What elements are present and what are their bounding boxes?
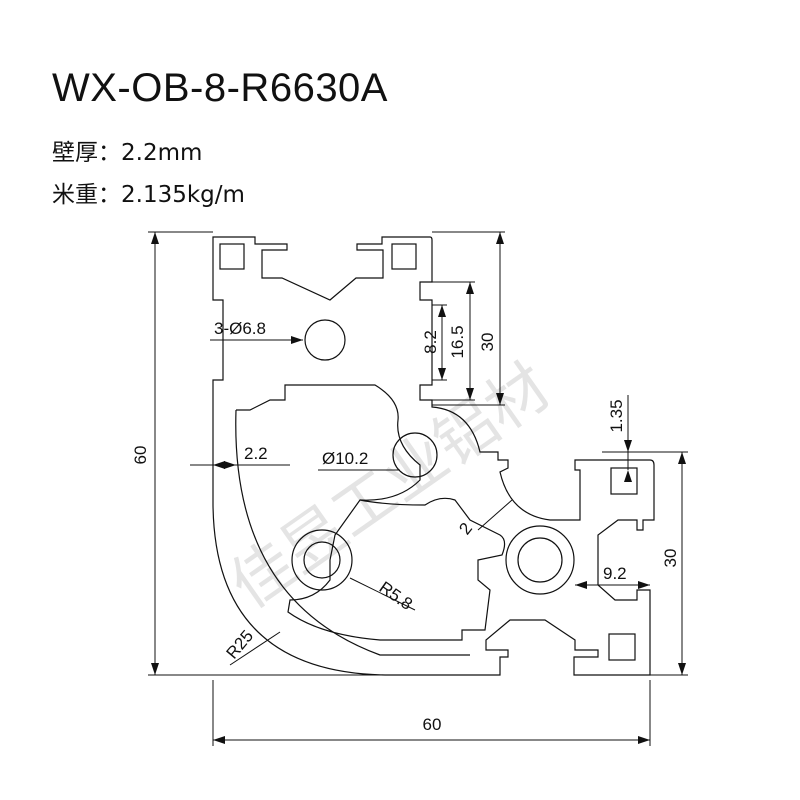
slot-square-top-right (391, 243, 417, 270)
dim-radius-5-8: R5.8 (376, 578, 416, 614)
wall-thickness-spec: 壁厚：2.2mm (52, 140, 203, 166)
inner-cavity-large (236, 384, 506, 641)
hole-top (304, 319, 346, 361)
inner-wall-arc (235, 409, 470, 656)
dim-outer-radius: R25 (223, 626, 258, 662)
dim-center-hole: Ø10.2 (322, 449, 368, 468)
dim-slot-opening-8-2: 8.2 (421, 330, 440, 354)
slot-square-right-top (610, 467, 638, 495)
slot-square-top-left (219, 243, 245, 270)
dim-wall-2-2: 2.2 (244, 444, 268, 463)
dim-lip-1-35: 1.35 (607, 399, 626, 432)
hole-lower-left (291, 529, 353, 591)
dim-overall-width: 60 (423, 715, 442, 734)
dim-holes: 3-Ø6.8 (214, 319, 266, 338)
page-title: WX-OB-8-R6630A (52, 66, 388, 110)
arrowheads (151, 232, 686, 744)
dim-right-arm-height: 30 (661, 549, 680, 568)
weight-per-meter-spec: 米重：2.135kg/m (52, 182, 245, 208)
dim-slot-width-16-5: 16.5 (448, 325, 467, 358)
hole-right-outer (505, 525, 575, 595)
profile-outline (212, 236, 655, 676)
dim-overall-height: 60 (131, 446, 150, 465)
dimension-lines (148, 231, 688, 746)
hole-right (517, 537, 563, 583)
hole-lower-left-inner (303, 541, 341, 579)
slot-square-right-bottom (608, 633, 636, 661)
dim-slot-pitch-30: 30 (478, 333, 497, 352)
dim-slot-depth-9-2: 9.2 (603, 564, 627, 583)
hole-center (392, 432, 438, 478)
profile-outer-contour (212, 236, 655, 676)
